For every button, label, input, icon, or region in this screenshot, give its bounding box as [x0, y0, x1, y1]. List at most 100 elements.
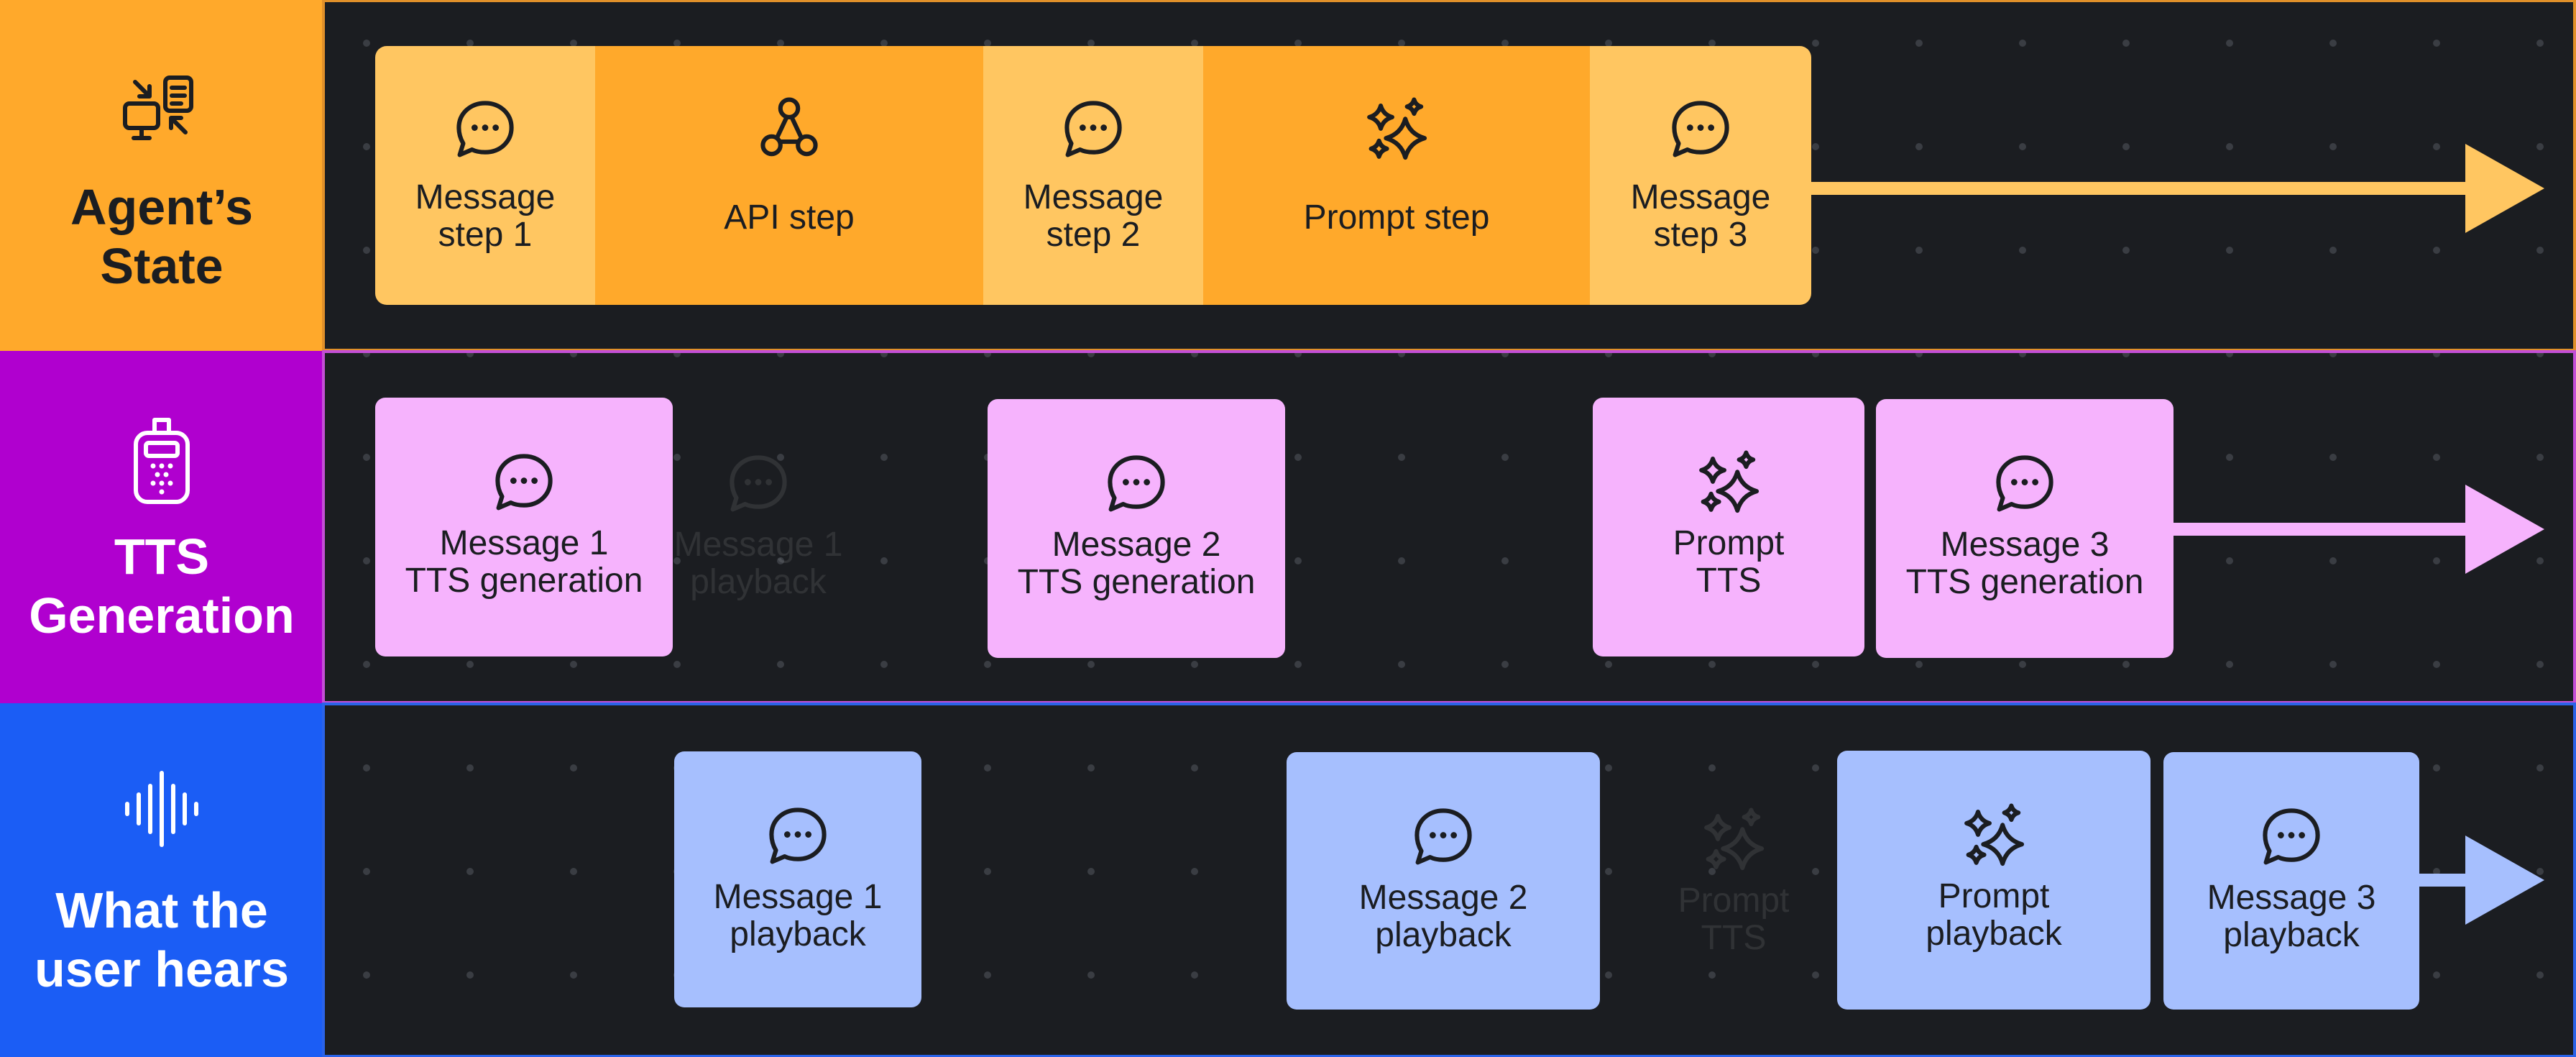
chat-bubble-icon	[1996, 455, 2053, 512]
grid-dot	[2329, 557, 2337, 564]
grid-dot	[1398, 557, 1405, 564]
device-screen	[144, 441, 180, 458]
speaker-dot	[159, 480, 165, 486]
sparkle-star	[1742, 807, 1761, 827]
grid-dot	[1915, 661, 1923, 668]
sparkle-star	[1964, 810, 1992, 837]
sparkle-star	[1721, 827, 1765, 871]
grid-dot	[1191, 868, 1198, 875]
card-label-line: TTS	[1696, 562, 1762, 600]
row-border	[322, 703, 2576, 1057]
card-label-line: Message 1	[440, 524, 609, 562]
chat-dot	[2021, 479, 2028, 485]
row-title-line: What the	[55, 882, 268, 938]
step-label-line: step 1	[438, 216, 533, 254]
grid-dot	[1191, 40, 1198, 47]
chat-dot	[531, 477, 538, 484]
sparkle-star	[1706, 848, 1726, 869]
step-label-line: Message	[415, 178, 556, 216]
grid-dot	[2536, 971, 2544, 979]
chat-dot	[1440, 832, 1447, 838]
grid-dot	[2433, 247, 2440, 254]
agent-step: API step	[595, 46, 983, 305]
chat-dot	[1133, 479, 1140, 485]
card-label-line: Message 2	[1052, 526, 1221, 564]
grid-dot	[2433, 454, 2440, 461]
chat-dot	[1100, 124, 1108, 131]
chat-dot	[1079, 124, 1086, 131]
card-bg	[674, 751, 921, 1007]
chat-dot	[1708, 124, 1715, 131]
grid-dot	[2122, 143, 2130, 150]
grid-dot	[1708, 868, 1716, 875]
chat-dot	[2032, 479, 2039, 485]
grid-dot	[1708, 971, 1716, 979]
card-bg	[375, 398, 673, 656]
chat-bubble-outline	[1108, 455, 1165, 512]
grid-dot	[1191, 661, 1198, 668]
card-label-line: TTS generation	[1906, 563, 2144, 601]
chat-bubble-icon	[730, 455, 787, 512]
sparkle-star	[1981, 823, 2025, 866]
grid-dot	[1087, 40, 1095, 47]
grid-dot	[1605, 661, 1612, 668]
sparkles-icon	[1704, 807, 1765, 871]
card-label-line: Message 3	[2207, 879, 2376, 917]
grid-dot	[2226, 143, 2233, 150]
grid-dot	[363, 764, 370, 772]
grid-dot	[2122, 247, 2130, 254]
grid-dot	[363, 143, 370, 150]
monitor-stand	[132, 126, 152, 140]
grid-dot	[777, 661, 784, 668]
speaker-dot	[159, 463, 165, 469]
grid-dot	[2019, 661, 2026, 668]
grid-dot	[984, 764, 991, 772]
grid-dot	[2019, 40, 2026, 47]
api-node	[760, 134, 783, 157]
chat-dot	[1090, 124, 1097, 131]
chat-dot	[1697, 124, 1704, 131]
grid-dot	[1812, 143, 1819, 150]
grid-dot	[570, 868, 577, 875]
grid-dot	[2329, 40, 2337, 47]
card-label-line: TTS	[1701, 919, 1767, 957]
grid-dot	[2226, 557, 2233, 564]
grid-dot	[1501, 454, 1509, 461]
grid-dot	[1191, 764, 1198, 772]
card-label-line: playback	[690, 563, 827, 601]
chat-bubble-outline	[1064, 101, 1122, 157]
user-timeline-arrow-head	[2465, 836, 2544, 925]
chat-dot	[492, 124, 500, 131]
grid-dot	[880, 454, 888, 461]
grid-dot	[570, 40, 577, 47]
grid-dot	[363, 557, 370, 564]
sparkle-star	[1704, 814, 1731, 841]
sparkle-star	[1699, 457, 1726, 484]
document-shape	[163, 76, 193, 113]
chat-dot	[471, 124, 478, 131]
grid-dot	[1605, 868, 1612, 875]
grid-dot	[570, 661, 577, 668]
chat-bubble-outline	[456, 101, 514, 157]
grid-dot	[880, 557, 888, 564]
grid-dot	[673, 454, 681, 461]
chat-bubble-outline	[1996, 455, 2053, 512]
grid-dot	[2433, 868, 2440, 875]
grid-dot	[1915, 40, 1923, 47]
chat-bubble-icon	[456, 101, 514, 157]
grid-dot	[363, 454, 370, 461]
grid-dot	[570, 971, 577, 979]
grid-dot	[1501, 40, 1509, 47]
